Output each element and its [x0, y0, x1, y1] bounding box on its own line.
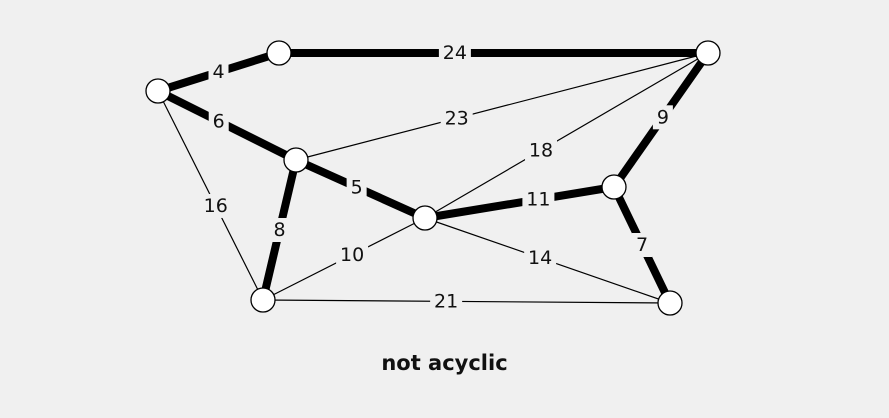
edge-weight-label: 24 — [443, 42, 467, 64]
edge-e-c — [424, 52, 709, 219]
edges-layer: 4 24 6 23 18 9 5 11 16 8 10 14 7 21 — [156, 41, 712, 314]
diagram-caption: not acyclic — [381, 351, 508, 375]
edge-label-gap — [199, 193, 232, 218]
graph-node — [266, 40, 292, 66]
edge-label-gap — [524, 245, 557, 270]
edge-weight-label: 10 — [340, 244, 364, 266]
nodes-layer — [145, 40, 721, 316]
edge-label-gap — [336, 242, 369, 267]
edge-label-gap — [269, 218, 290, 242]
edge-d-c — [295, 52, 709, 161]
edge-label-gap — [346, 175, 367, 200]
edge-g-h — [262, 299, 671, 304]
edge-weight-label: 8 — [273, 219, 285, 241]
graph-node — [657, 290, 683, 316]
edge-label-gap — [208, 109, 229, 134]
edge-weight-label: 5 — [351, 176, 363, 198]
edge-e-f — [424, 183, 615, 222]
edge-label-gap — [440, 106, 473, 131]
graph-node — [412, 205, 438, 231]
edge-weight-label: 14 — [528, 247, 552, 269]
graph-node — [250, 287, 276, 313]
edge-label-gap — [525, 138, 558, 163]
edge-weight-label: 4 — [212, 61, 224, 83]
edge-weight-label: 23 — [445, 107, 469, 129]
edge-label-gap — [632, 233, 652, 257]
edge-weight-label: 7 — [636, 234, 648, 256]
edge-weight-label: 18 — [529, 139, 553, 161]
edge-weight-label: 6 — [213, 110, 225, 132]
graph-node — [601, 174, 627, 200]
graph-node — [695, 40, 721, 66]
edge-weight-label: 16 — [204, 195, 228, 217]
edge-label-gap — [430, 289, 463, 314]
edge-weight-label: 21 — [434, 290, 458, 312]
edge-label-gap — [438, 41, 471, 65]
edge-weight-label: 11 — [526, 188, 550, 210]
edge-label-gap — [652, 105, 673, 130]
graph-node — [283, 147, 309, 173]
graph-node — [145, 78, 171, 104]
edge-weight-label: 9 — [657, 106, 669, 128]
edge-label-gap — [522, 187, 555, 212]
edge-label-gap — [208, 60, 229, 84]
